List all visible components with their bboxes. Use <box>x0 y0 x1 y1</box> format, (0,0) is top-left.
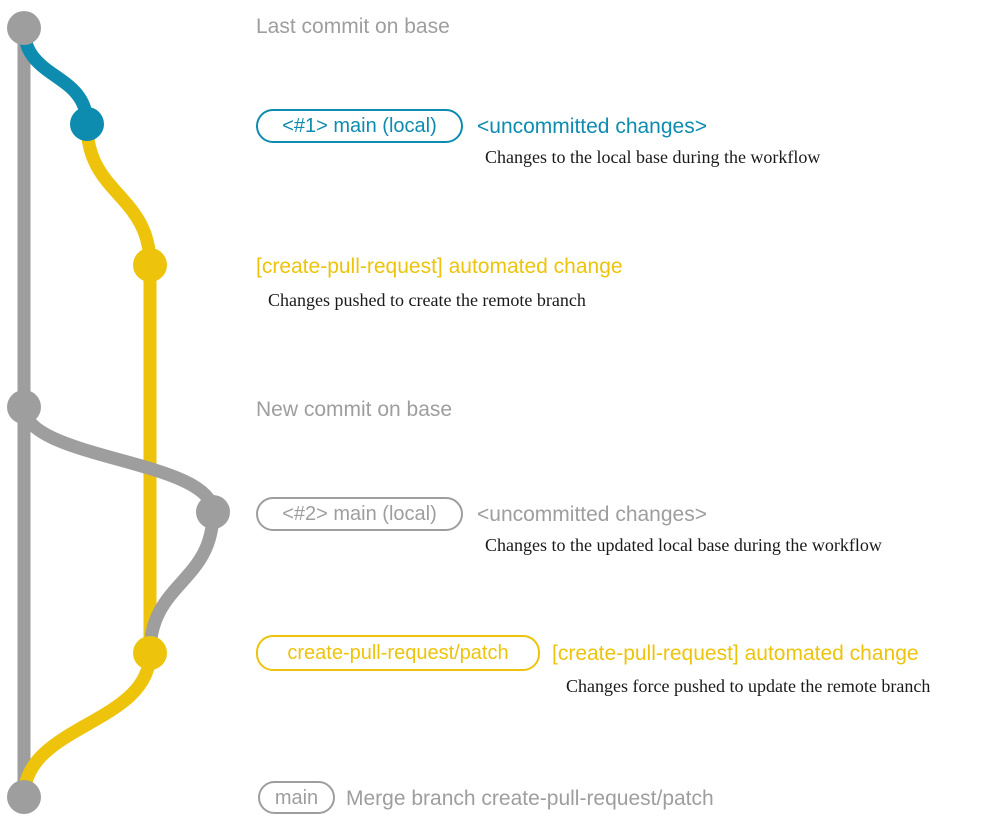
description-local-1: Changes to the local base during the wor… <box>485 147 821 167</box>
branch-badge-local-1[interactable]: <#1> main (local) <box>256 109 463 143</box>
commit-node-last-commit-on-base[interactable] <box>7 11 41 45</box>
branch-badge-main-label: main <box>274 786 319 809</box>
edge-patch2-to-merge <box>17 646 157 804</box>
edge-local1-to-patch1 <box>80 117 157 272</box>
edge-base-to-local2 <box>17 400 220 519</box>
description-local-2: Changes to the updated local base during… <box>485 535 882 555</box>
label-last-commit-on-base: Last commit on base <box>256 15 450 38</box>
branch-badge-local-2-label: <#2> main (local) <box>282 503 437 525</box>
branch-badge-main[interactable]: main <box>258 781 335 814</box>
commit-node-new-commit-on-base[interactable] <box>7 390 41 424</box>
edge-local2-to-patch2 <box>143 505 220 660</box>
commit-node-automated-change-1[interactable] <box>133 248 167 282</box>
branch-badge-patch-label: create-pull-request/patch <box>287 642 509 664</box>
headline-automated-change-2: [create-pull-request] automated change <box>552 642 919 665</box>
commit-node-local-1[interactable] <box>70 107 104 141</box>
headline-uncommitted-changes-1: <uncommitted changes> <box>477 115 707 138</box>
branch-badge-patch[interactable]: create-pull-request/patch <box>256 635 540 671</box>
label-new-commit-on-base: New commit on base <box>256 398 453 421</box>
commit-node-merge[interactable] <box>7 780 41 814</box>
branch-badge-local-1-label: <#1> main (local) <box>282 115 437 137</box>
headline-merge-commit: Merge branch create-pull-request/patch <box>346 787 714 810</box>
description-automated-change-2: Changes force pushed to update the remot… <box>566 676 931 696</box>
headline-uncommitted-changes-2: <uncommitted changes> <box>477 503 707 526</box>
description-automated-change-1: Changes pushed to create the remote bran… <box>268 290 586 310</box>
commit-node-local-2[interactable] <box>196 495 230 529</box>
edge-base-to-local1 <box>17 21 94 131</box>
headline-automated-change-1: [create-pull-request] automated change <box>256 255 623 278</box>
commit-graph <box>7 11 230 814</box>
commit-node-automated-change-2[interactable] <box>133 636 167 670</box>
branch-badge-local-2[interactable]: <#2> main (local) <box>256 497 463 531</box>
